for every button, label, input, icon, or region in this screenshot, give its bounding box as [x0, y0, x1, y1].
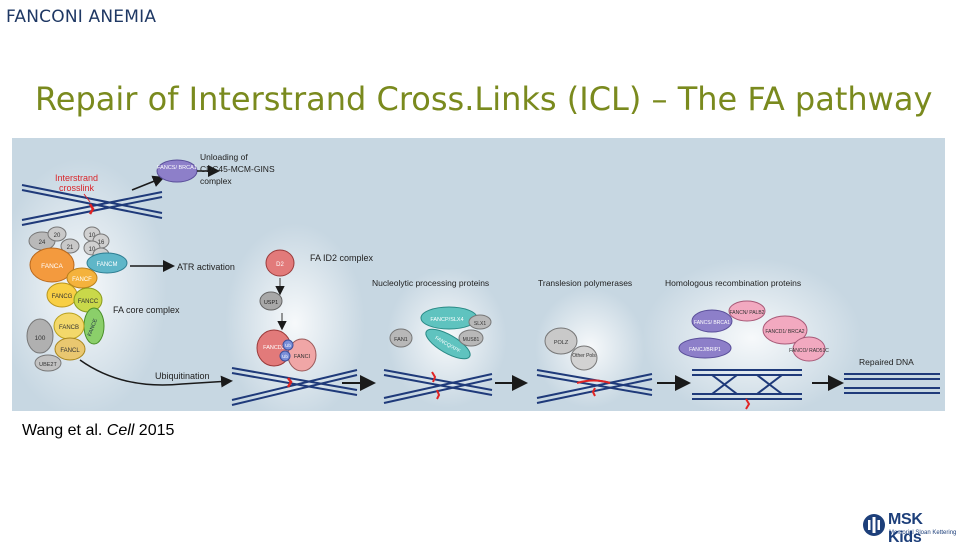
svg-text:FAN1: FAN1 [394, 337, 408, 343]
svg-text:FANCF: FANCF [72, 277, 92, 283]
svg-text:FANCI: FANCI [294, 354, 311, 360]
glow-hr [642, 258, 862, 411]
svg-text:FANCB: FANCB [59, 325, 79, 331]
fa-core-complex: 24 20 21 10 16 10 16 FANCM FANCA FANCF F… [26, 226, 128, 372]
svg-text:FANCS/ BRCA1: FANCS/ BRCA1 [694, 320, 730, 326]
ubiquitination-label: Ubiquitination [155, 371, 210, 381]
svg-text:10: 10 [89, 233, 96, 239]
svg-text:FANCC: FANCC [78, 299, 99, 305]
slide-title: Repair of Interstrand Cross.Links (ICL) … [35, 80, 933, 118]
hr-proteins: FANCN/ PALB2 FANCS/ BRCA1 FANCD1/ BRCA2 … [678, 300, 829, 362]
protein-fancm [86, 252, 128, 274]
fa-id2-complex: D2 USP1 FANCD2 FANCI Ub Ub [256, 249, 317, 372]
svg-text:FANCD2: FANCD2 [263, 345, 285, 351]
svg-text:21: 21 [67, 245, 74, 251]
svg-text:Other Pols: Other Pols [572, 353, 596, 359]
protein-fancl [54, 337, 86, 361]
svg-text:UBE2T: UBE2T [39, 362, 57, 368]
svg-text:D2: D2 [276, 262, 284, 268]
dna-segment-1 [231, 367, 358, 406]
svg-text:FANCS/ BRCA1: FANCS/ BRCA1 [157, 165, 197, 171]
svg-text:10: 10 [89, 247, 96, 253]
citation: Wang et al. Cell 2015 [22, 422, 174, 440]
citation-year: 2015 [134, 422, 175, 439]
svg-text:FANCA: FANCA [41, 263, 63, 270]
svg-text:FANCD1/ BRCA2: FANCD1/ BRCA2 [765, 329, 804, 335]
dna-segment-4 [692, 369, 802, 410]
id2-label: FA ID2 complex [310, 253, 374, 263]
svg-text:USP1: USP1 [264, 300, 278, 306]
svg-text:FANCP/SLX4: FANCP/SLX4 [430, 317, 463, 323]
svg-text:FANCJ/BRIP1: FANCJ/BRIP1 [689, 347, 721, 353]
dna-segment-2 [383, 369, 493, 404]
svg-text:SLX1: SLX1 [474, 321, 486, 327]
translesion-label: Translesion polymerases [538, 278, 632, 288]
svg-text:20: 20 [54, 233, 61, 239]
nucleolytic-proteins: FANCP/SLX4 SLX1 FAN1 FANCQ/XPF MUS81 [389, 306, 492, 360]
atr-label: ATR activation [177, 262, 235, 272]
citation-authors: Wang et al. [22, 422, 107, 439]
dna-repaired [844, 373, 940, 394]
dna-segment-3 [536, 369, 653, 404]
protein-100 [26, 318, 54, 354]
protein-fancs-brca1-top [156, 159, 198, 183]
svg-text:FANCO/ RAD51C: FANCO/ RAD51C [789, 348, 829, 354]
svg-text:24: 24 [39, 240, 46, 246]
translesion-proteins: POLZ Other Pols [544, 327, 598, 371]
repaired-label: Repaired DNA [859, 357, 914, 367]
section-header: FANCONI ANEMIA [6, 7, 157, 27]
svg-text:Ub: Ub [282, 354, 288, 359]
core-complex-label: FA core complex [113, 305, 180, 315]
dna-crosslink-top [21, 184, 163, 226]
protein-usp1 [259, 291, 283, 311]
msk-logo-mark-icon [863, 514, 885, 536]
logo-name: MSK Kids [888, 511, 923, 546]
logo-subtitle: Memorial Sloan Kettering [889, 530, 957, 536]
svg-text:100: 100 [35, 335, 46, 342]
svg-text:Ub: Ub [285, 343, 291, 348]
nucleolytic-label: Nucleolytic processing proteins [372, 278, 489, 288]
citation-journal: Cell [106, 422, 135, 439]
svg-text:FANCM: FANCM [97, 262, 118, 268]
glow-id2 [225, 223, 365, 411]
homologous-label: Homologous recombination proteins [665, 278, 801, 288]
svg-text:POLZ: POLZ [554, 340, 569, 346]
protein-ube2t [34, 354, 62, 372]
protein-fanca [29, 247, 75, 283]
svg-text:FANCN/ PALB2: FANCN/ PALB2 [730, 310, 765, 316]
svg-text:MUS81: MUS81 [463, 337, 480, 343]
svg-text:FANCL: FANCL [60, 348, 80, 354]
msk-kids-logo: MSK Kids Memorial Sloan Kettering [862, 511, 958, 546]
protein-fancf [66, 267, 98, 289]
svg-text:FANCG: FANCG [52, 294, 73, 300]
svg-text:16: 16 [98, 240, 105, 246]
